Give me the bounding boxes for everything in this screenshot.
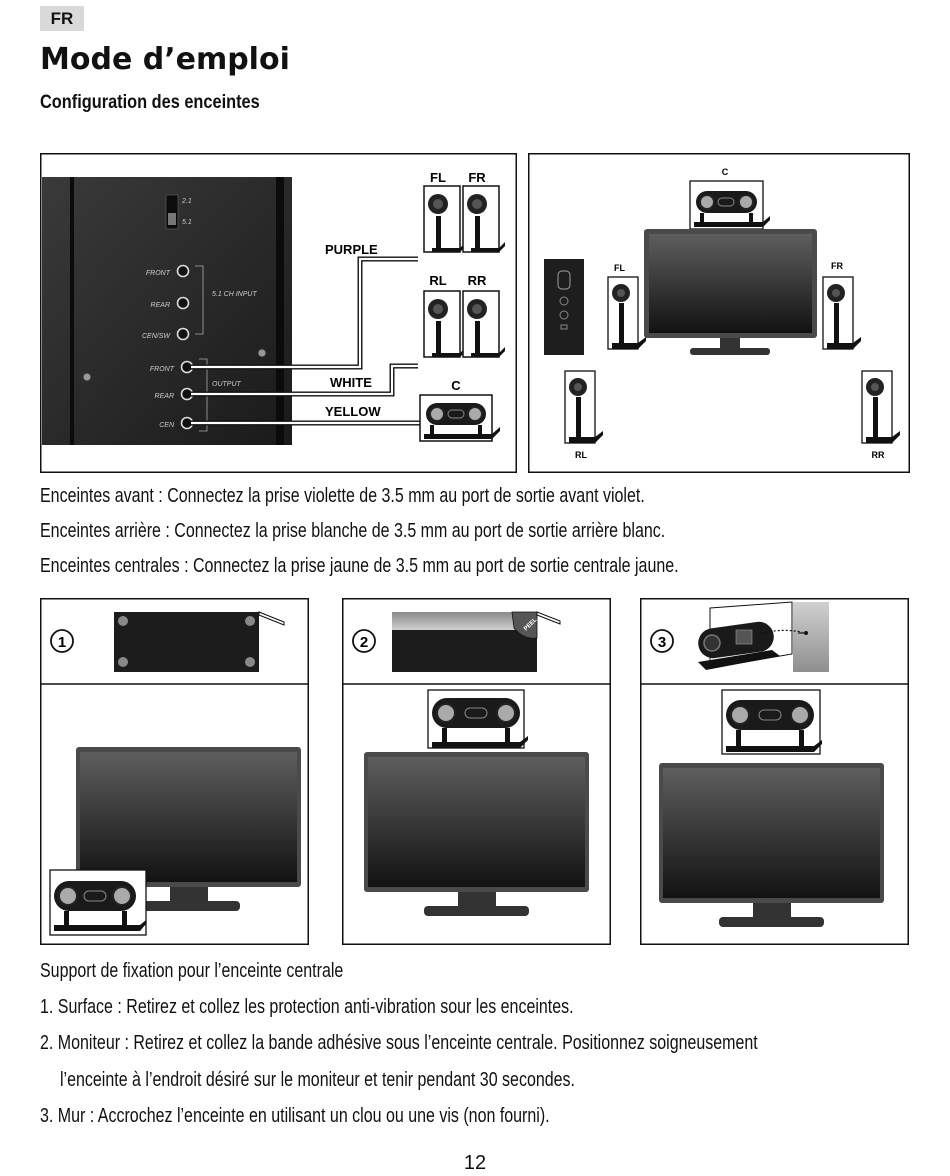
- mounting-item-monitor-continued: l’enceinte à l’endroit désiré sur le mon…: [60, 1069, 575, 1091]
- page-number: 12: [463, 1152, 487, 1174]
- speaker-layout-diagram: C FL FR RL RR: [528, 153, 910, 473]
- step-2-center-speaker: [427, 689, 528, 749]
- speaker-label-c: C: [451, 378, 461, 393]
- layout-label-fr: FR: [831, 261, 843, 271]
- speaker-label-rl: RL: [429, 273, 446, 288]
- speaker-label-fl: FL: [430, 170, 446, 185]
- page-title: Mode d’emploi: [40, 42, 290, 77]
- step-1-number: 1: [58, 634, 66, 651]
- layout-label-rl: RL: [575, 450, 587, 460]
- mounting-item-wall: 3. Mur : Accrochez l’enceinte en utilisa…: [40, 1105, 550, 1127]
- step-2-number-circle: [352, 629, 376, 653]
- speaker-label-rr: RR: [468, 273, 487, 288]
- input-port-front: [176, 264, 190, 278]
- speaker-label-fr: FR: [468, 170, 486, 185]
- step-1-number-circle: [50, 629, 74, 653]
- mounting-step-3-panel: 3: [640, 598, 909, 945]
- language-badge: FR: [40, 6, 84, 31]
- cable-label-purple: PURPLE: [325, 242, 378, 257]
- speaker-fl: [423, 185, 467, 253]
- step-3-monitor: [659, 763, 884, 927]
- speaker-fr: [462, 185, 506, 253]
- step-1-center-speaker: [49, 869, 147, 936]
- step-2-monitor: [364, 752, 589, 916]
- mounting-step-2-panel: 2 PEEL: [342, 598, 611, 945]
- mounting-step-1-panel: 1: [40, 598, 309, 945]
- step-3-number: 3: [658, 634, 666, 651]
- instruction-rear: Enceintes arrière : Connectez la prise b…: [40, 520, 666, 542]
- input-port-cen-sw: [176, 327, 190, 341]
- speaker-rr: [462, 290, 506, 358]
- input-port-cen-sw-label: CEN/SW: [142, 333, 171, 340]
- cable-label-white: WHITE: [330, 375, 372, 390]
- wall-mount-illustration: [698, 601, 829, 672]
- layout-label-rr: RR: [872, 450, 885, 460]
- wiring-diagram: 2.1 5.1 FRONT REAR CEN/SW 5.1 CH INPUT F…: [40, 153, 517, 473]
- layout-monitor: [644, 229, 817, 355]
- mounting-item-surface: 1. Surface : Retirez et collez les prote…: [40, 996, 574, 1018]
- speaker-c: [419, 394, 500, 442]
- step-2-number: 2: [360, 634, 368, 651]
- speaker-rl: [423, 290, 467, 358]
- instruction-front: Enceintes avant : Connectez la prise vio…: [40, 485, 645, 507]
- switch-label-5-1: 5.1: [182, 219, 192, 226]
- mounting-heading: Support de fixation pour l’enceinte cent…: [40, 960, 344, 982]
- output-port-front-label: FRONT: [150, 366, 175, 373]
- layout-label-fl: FL: [614, 263, 625, 273]
- step-3-center-speaker: [721, 689, 822, 755]
- output-port-cen-label: CEN: [159, 422, 175, 429]
- input-port-front-label: FRONT: [146, 270, 171, 277]
- step-1-monitor: [76, 747, 301, 911]
- output-port-rear-label: REAR: [155, 393, 174, 400]
- layout-subwoofer: [544, 259, 584, 355]
- cable-label-yellow: YELLOW: [325, 404, 381, 419]
- input-port-rear-label: REAR: [151, 302, 170, 309]
- layout-label-c: C: [722, 167, 729, 177]
- input-port-rear: [176, 296, 190, 310]
- section-subtitle: Configuration des enceintes: [40, 92, 260, 113]
- output-group-label: OUTPUT: [212, 381, 242, 388]
- step-3-number-circle: [650, 629, 674, 653]
- input-group-label: 5.1 CH INPUT: [212, 291, 257, 298]
- mounting-item-monitor: 2. Moniteur : Retirez et collez la bande…: [40, 1032, 758, 1054]
- instruction-center: Enceintes centrales : Connectez la prise…: [40, 555, 679, 577]
- adhesive-tape-illustration: PEEL: [392, 611, 561, 672]
- speaker-underside: [114, 611, 285, 672]
- layout-speaker-c: [689, 180, 770, 230]
- switch-label-2-1: 2.1: [181, 198, 192, 205]
